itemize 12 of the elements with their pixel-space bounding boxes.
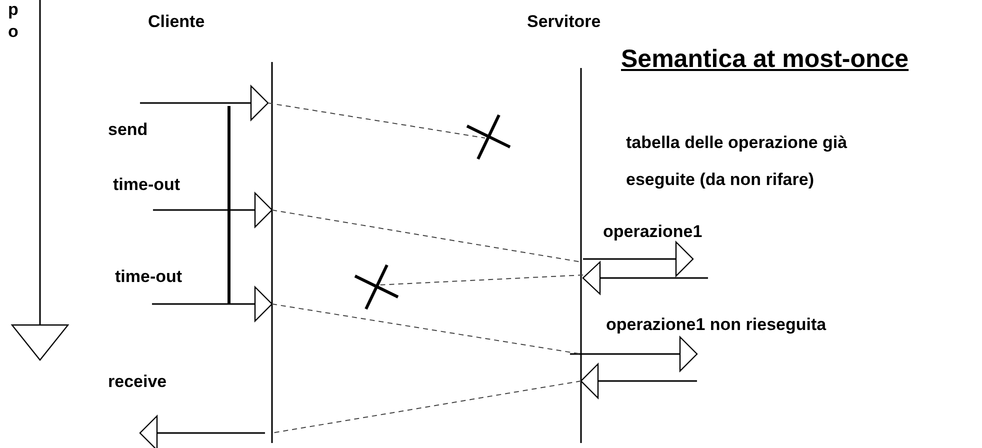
axis-label: o [8,22,18,42]
message-label: send [108,120,148,140]
message-label: time-out [113,175,180,195]
message-label: time-out [115,267,182,287]
operation-label: operazione1 non rieseguita [606,315,826,335]
axis-label: p [8,0,18,20]
note-text: tabella delle operazione già eseguite (da non rifare) [626,132,848,191]
operation-label: operazione1 [603,222,702,242]
message-label: receive [108,372,167,392]
lifeline-label: Cliente [148,12,205,32]
lifeline-label: Servitore [527,12,601,32]
title: Semantica at most-once [621,44,909,74]
